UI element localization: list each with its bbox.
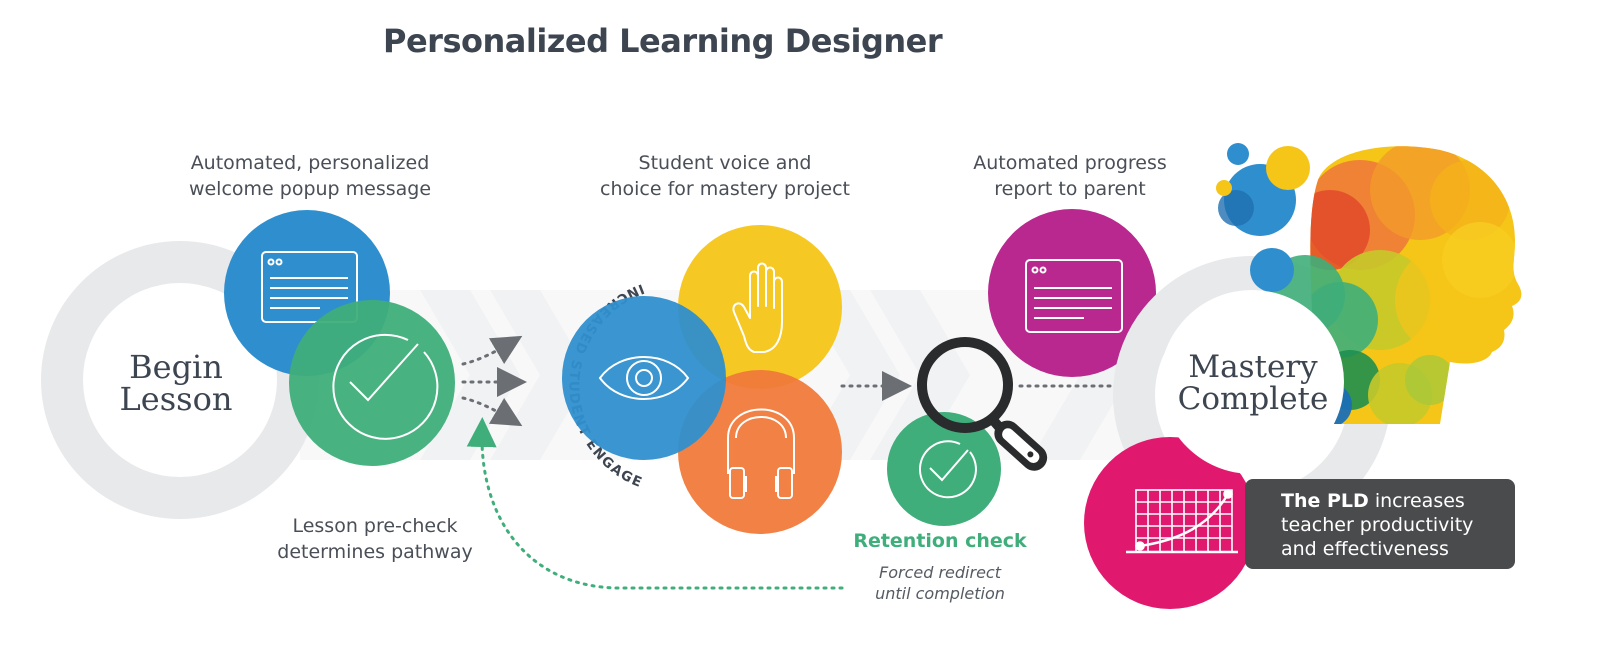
progress-caption-line1: Automated progress xyxy=(973,152,1167,174)
headphones-icon xyxy=(727,408,795,499)
mastery-label-line2: Complete xyxy=(1178,381,1329,417)
welcome-caption: Automated, personalized welcome popup me… xyxy=(160,150,460,202)
retention-check-label: Retention check xyxy=(853,530,1027,552)
precheck-caption-line1: Lesson pre-check xyxy=(292,515,458,537)
precheck-caption-line2: determines pathway xyxy=(277,541,473,563)
retention-check-node xyxy=(887,412,1001,526)
hand-icon xyxy=(732,262,783,353)
checkmark-icon xyxy=(332,333,439,440)
voice-caption: Student voice and choice for mastery pro… xyxy=(570,150,880,202)
progress-caption: Automated progress report to parent xyxy=(935,150,1205,202)
chart-icon xyxy=(1126,489,1238,554)
magnifier-icon xyxy=(917,337,1048,471)
redirect-note: Forced redirect until completion xyxy=(840,562,1040,604)
redirect-note-line1: Forced redirect xyxy=(879,563,1001,582)
progress-caption-line2: report to parent xyxy=(994,178,1146,200)
callout-line1: increases xyxy=(1368,490,1465,512)
pld-callout: The PLD increases teacher productivity a… xyxy=(1245,479,1515,569)
voice-caption-line1: Student voice and xyxy=(638,152,812,174)
welcome-caption-line1: Automated, personalized xyxy=(190,152,430,174)
begin-label-line2: Lesson xyxy=(120,380,233,418)
precheck-caption: Lesson pre-check determines pathway xyxy=(245,513,505,565)
eye-icon xyxy=(598,356,690,400)
checkmark-icon xyxy=(918,440,977,499)
welcome-caption-line2: welcome popup message xyxy=(188,178,432,200)
voice-caption-line2: choice for mastery project xyxy=(600,178,850,200)
window-icon xyxy=(261,251,358,323)
branch-arrows xyxy=(461,335,527,427)
window-icon xyxy=(1025,259,1123,333)
progress-report-node xyxy=(988,209,1156,377)
engagement-node xyxy=(562,296,726,460)
precheck-node xyxy=(289,300,455,466)
callout-line3: and effectiveness xyxy=(1281,538,1449,560)
callout-bold: The PLD xyxy=(1281,490,1369,512)
redirect-note-line2: until completion xyxy=(875,584,1005,603)
begin-label-line1: Begin xyxy=(129,348,223,386)
mastery-disc: Mastery Complete xyxy=(1160,290,1344,474)
redirect-arrow xyxy=(466,417,844,590)
callout-line2: teacher productivity xyxy=(1281,514,1474,536)
head-silhouette xyxy=(1216,143,1522,424)
diagram-title: Personalized Learning Designer xyxy=(383,22,943,60)
chart-node xyxy=(1084,437,1256,609)
mastery-label-line1: Mastery xyxy=(1188,349,1318,385)
